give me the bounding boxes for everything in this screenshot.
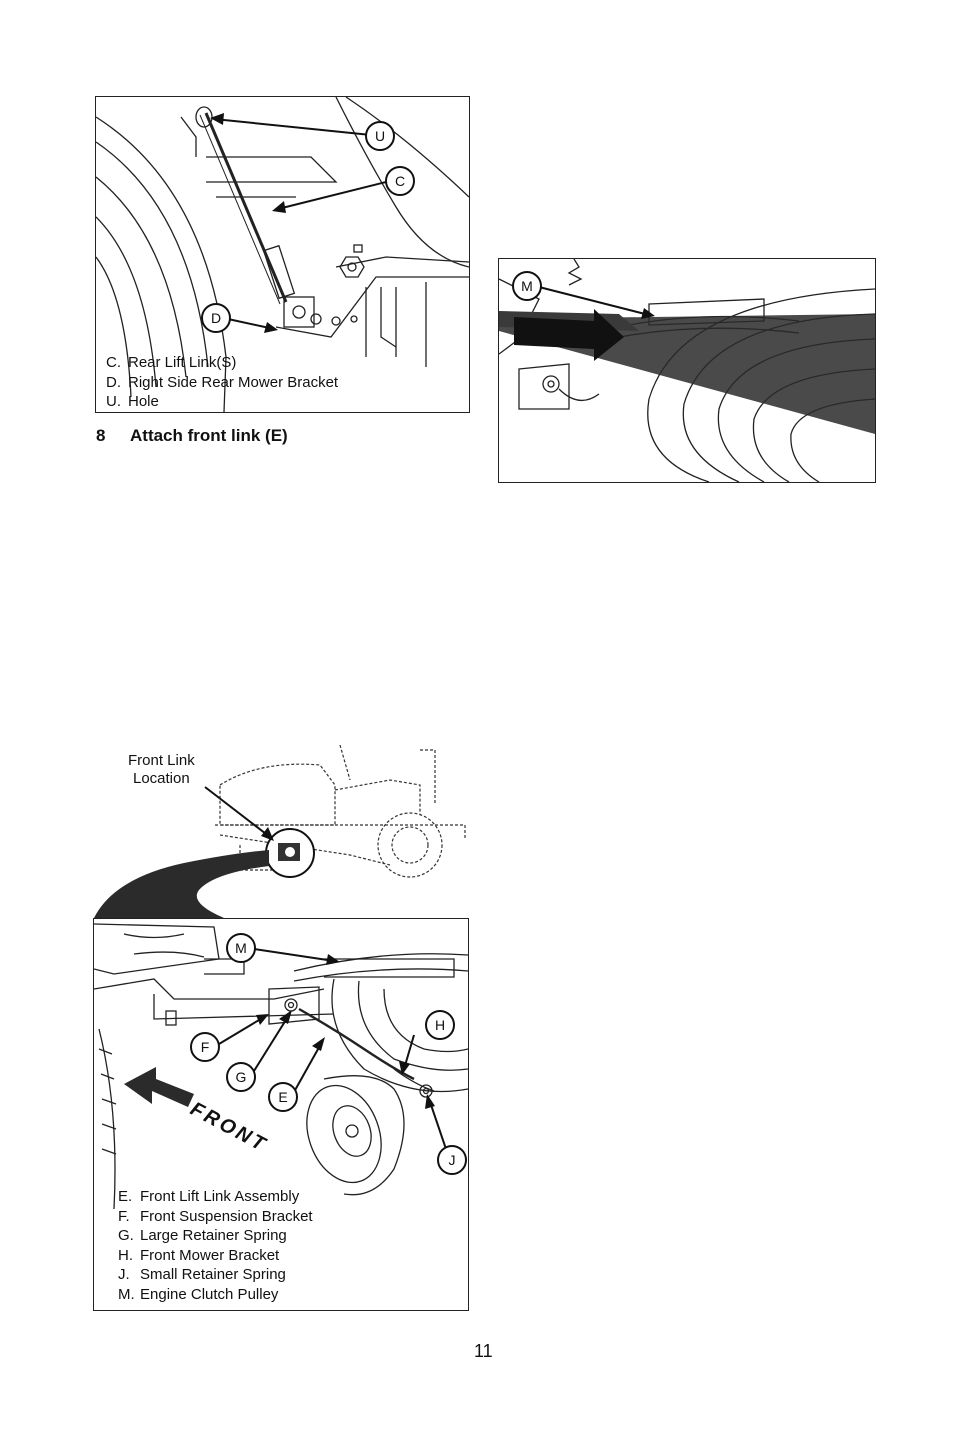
callout-u: U	[365, 121, 395, 151]
front-link-location-label: Front Link Location	[128, 752, 195, 788]
magnify-swoosh	[94, 838, 294, 928]
callout-m: M	[226, 933, 256, 963]
callout-f: F	[190, 1032, 220, 1062]
step-number: 8	[96, 426, 130, 446]
callout-h: H	[425, 1010, 455, 1040]
figure-engine-clutch-pulley: M	[498, 258, 876, 483]
step-text: Attach front link (E)	[130, 426, 288, 445]
figure3-legend: E.Front Lift Link Assembly F.Front Suspe…	[118, 1187, 313, 1304]
legend-row: J.Small Retainer Spring	[118, 1265, 313, 1285]
legend-row: G.Large Retainer Spring	[118, 1226, 313, 1246]
legend-row: M.Engine Clutch Pulley	[118, 1285, 313, 1305]
legend-row: F.Front Suspension Bracket	[118, 1207, 313, 1227]
callout-j: J	[437, 1145, 467, 1175]
legend-row: C.Rear Lift Link(S)	[106, 353, 338, 373]
callout-m: M	[512, 271, 542, 301]
legend-row: U.Hole	[106, 392, 338, 412]
callout-e: E	[268, 1082, 298, 1112]
legend-row: H.Front Mower Bracket	[118, 1246, 313, 1266]
page-number: 11	[474, 1341, 493, 1362]
callout-g: G	[226, 1062, 256, 1092]
legend-row: E.Front Lift Link Assembly	[118, 1187, 313, 1207]
callout-d: D	[201, 303, 231, 333]
legend-row: D.Right Side Rear Mower Bracket	[106, 373, 338, 393]
figure-front-lift-link: M H F G E J FRONT E.Front Lift Link Asse…	[93, 918, 469, 1311]
figure-rear-lift-link: U C D C.Rear Lift Link(S) D.Right Side R…	[95, 96, 470, 413]
callout-c: C	[385, 166, 415, 196]
figure1-legend: C.Rear Lift Link(S) D.Right Side Rear Mo…	[106, 353, 338, 412]
engine-clutch-pulley-illustration	[499, 259, 875, 482]
